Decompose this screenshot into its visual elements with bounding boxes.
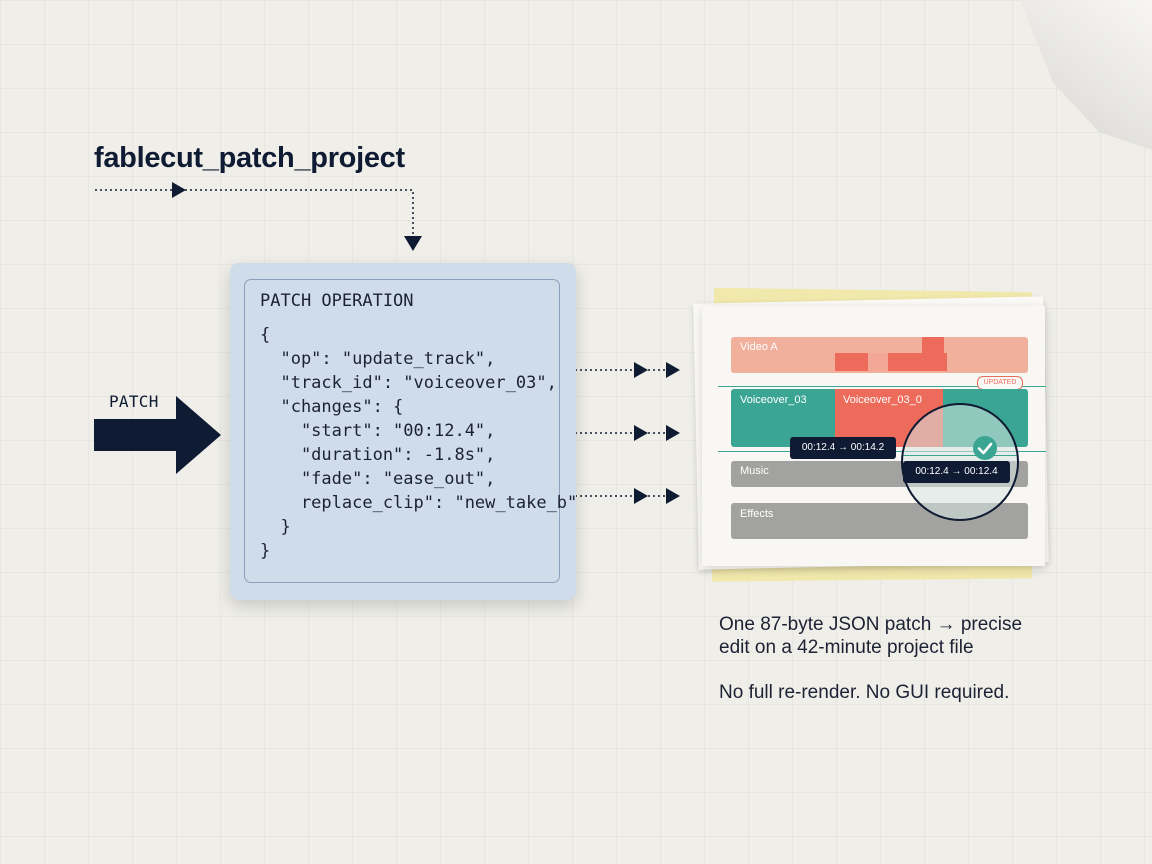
track-label: Effects: [740, 508, 774, 520]
caption-line-1: One 87-byte JSON patch → precise: [719, 614, 1023, 635]
patch-label: PATCH: [109, 392, 159, 411]
video-clip-segment: [868, 353, 888, 371]
track-label: Video A: [740, 341, 778, 353]
track-label: Voiceover_03: [740, 394, 807, 406]
code-line: "op": "update_track",: [260, 349, 496, 369]
output-arrow-1: [560, 362, 680, 378]
caption-line-3: No full re-render. No GUI required.: [719, 682, 1010, 703]
patch-operation-heading: PATCH OPERATION: [260, 291, 414, 311]
output-arrow-3: [560, 488, 680, 504]
updated-badge: UPDATED: [977, 376, 1023, 390]
timeline-document: Video A UPDATED Voiceover_03 Voiceover_0…: [690, 282, 1058, 584]
video-clip: [835, 353, 947, 371]
patch-input-arrow: [94, 396, 221, 474]
connector-down-arrowhead: [404, 236, 422, 251]
json-code-block: { "op": "update_track", "track_id": "voi…: [260, 323, 577, 563]
video-clip-marker: [922, 337, 944, 353]
replaced-clip-label: Voiceover_03_0: [843, 394, 922, 406]
code-line: "start": "00:12.4",: [260, 421, 496, 441]
tool-title: fablecut_patch_project: [94, 142, 405, 174]
patch-operation-card: [230, 263, 576, 600]
timeline-panel: Video A UPDATED Voiceover_03 Voiceover_0…: [702, 306, 1046, 566]
connector-arrowhead: [172, 182, 186, 198]
patch-operation-card-border: [244, 279, 560, 583]
code-line: "fade": "ease_out",: [260, 469, 496, 489]
time-after-pill: 00:12.4 → 00:12.4: [903, 461, 1010, 483]
lens-line: [903, 455, 1017, 456]
title-connector-line: [95, 189, 414, 238]
code-line: "changes": {: [260, 397, 404, 417]
divider-line: [718, 386, 1046, 387]
code-line: }: [260, 517, 291, 537]
code-line: replace_clip": "new_take_b": [260, 493, 578, 513]
check-icon: [973, 436, 997, 460]
code-line: {: [260, 325, 271, 345]
code-line: "track_id": "voiceover_03",: [260, 373, 557, 393]
track-label: Music: [740, 465, 769, 477]
code-line: "duration": -1.8s",: [260, 445, 496, 465]
code-line: }: [260, 541, 271, 561]
time-before-pill: 00:12.4 → 00:14.2: [790, 437, 896, 459]
output-arrow-2: [560, 425, 680, 441]
caption-line-2: edit on a 42-minute project file: [719, 637, 974, 658]
